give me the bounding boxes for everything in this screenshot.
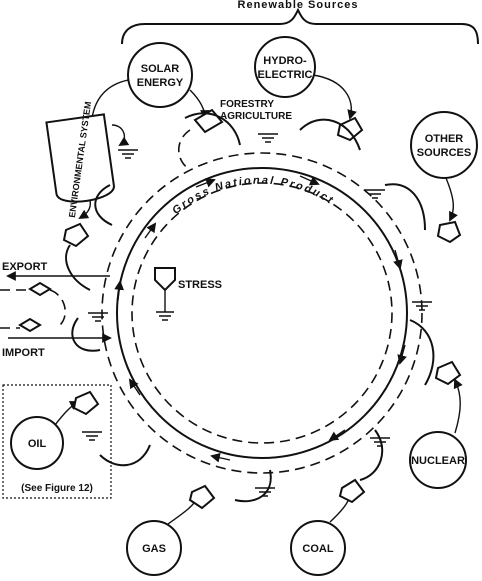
hydroelectric-node: HYDRO- ELECTRIC (254, 36, 357, 120)
svg-text:ENERGY: ENERGY (137, 77, 184, 89)
environmental-system-tank: ENVIRONMENTAL SYSTEM (45, 101, 130, 220)
svg-text:OTHER: OTHER (425, 133, 464, 145)
svg-text:SOLAR: SOLAR (141, 63, 180, 75)
interaction-symbols (62, 116, 462, 510)
stress-node: STRESS (154, 267, 222, 321)
oil-box: OIL (See Figure 12) (2, 384, 112, 499)
gas-node: GAS (126, 494, 201, 576)
svg-text:NUCLEAR: NUCLEAR (411, 455, 465, 467)
renewable-sources-bracket: Renewable Sources (121, 0, 479, 45)
svg-text:COAL: COAL (302, 543, 333, 555)
svg-text:FORESTRY: FORESTRY (220, 99, 274, 110)
coal-node: COAL (290, 488, 356, 576)
oil-label: OIL (28, 438, 47, 450)
renewable-sources-label: Renewable Sources (238, 0, 359, 11)
sector-loops (65, 112, 435, 503)
svg-text:AGRICULTURE: AGRICULTURE (220, 111, 292, 122)
export-import: EXPORT IMPORT (0, 261, 112, 359)
nuclear-node: NUCLEAR (409, 378, 467, 489)
solar-energy-node: SOLAR ENERGY (91, 42, 210, 120)
other-sources-node: OTHER SOURCES (410, 111, 478, 222)
see-figure-note: (See Figure 12) (21, 483, 93, 494)
svg-text:HYDRO-: HYDRO- (263, 55, 307, 67)
import-label: IMPORT (2, 347, 45, 359)
svg-text:ELECTRIC: ELECTRIC (258, 69, 313, 81)
stress-label: STRESS (178, 279, 222, 291)
gnp-ring (101, 152, 423, 474)
heat-sinks (82, 133, 432, 497)
ring-flow-arrows (114, 175, 407, 463)
svg-text:GAS: GAS (142, 543, 166, 555)
export-label: EXPORT (2, 261, 48, 273)
svg-text:SOURCES: SOURCES (417, 147, 471, 159)
